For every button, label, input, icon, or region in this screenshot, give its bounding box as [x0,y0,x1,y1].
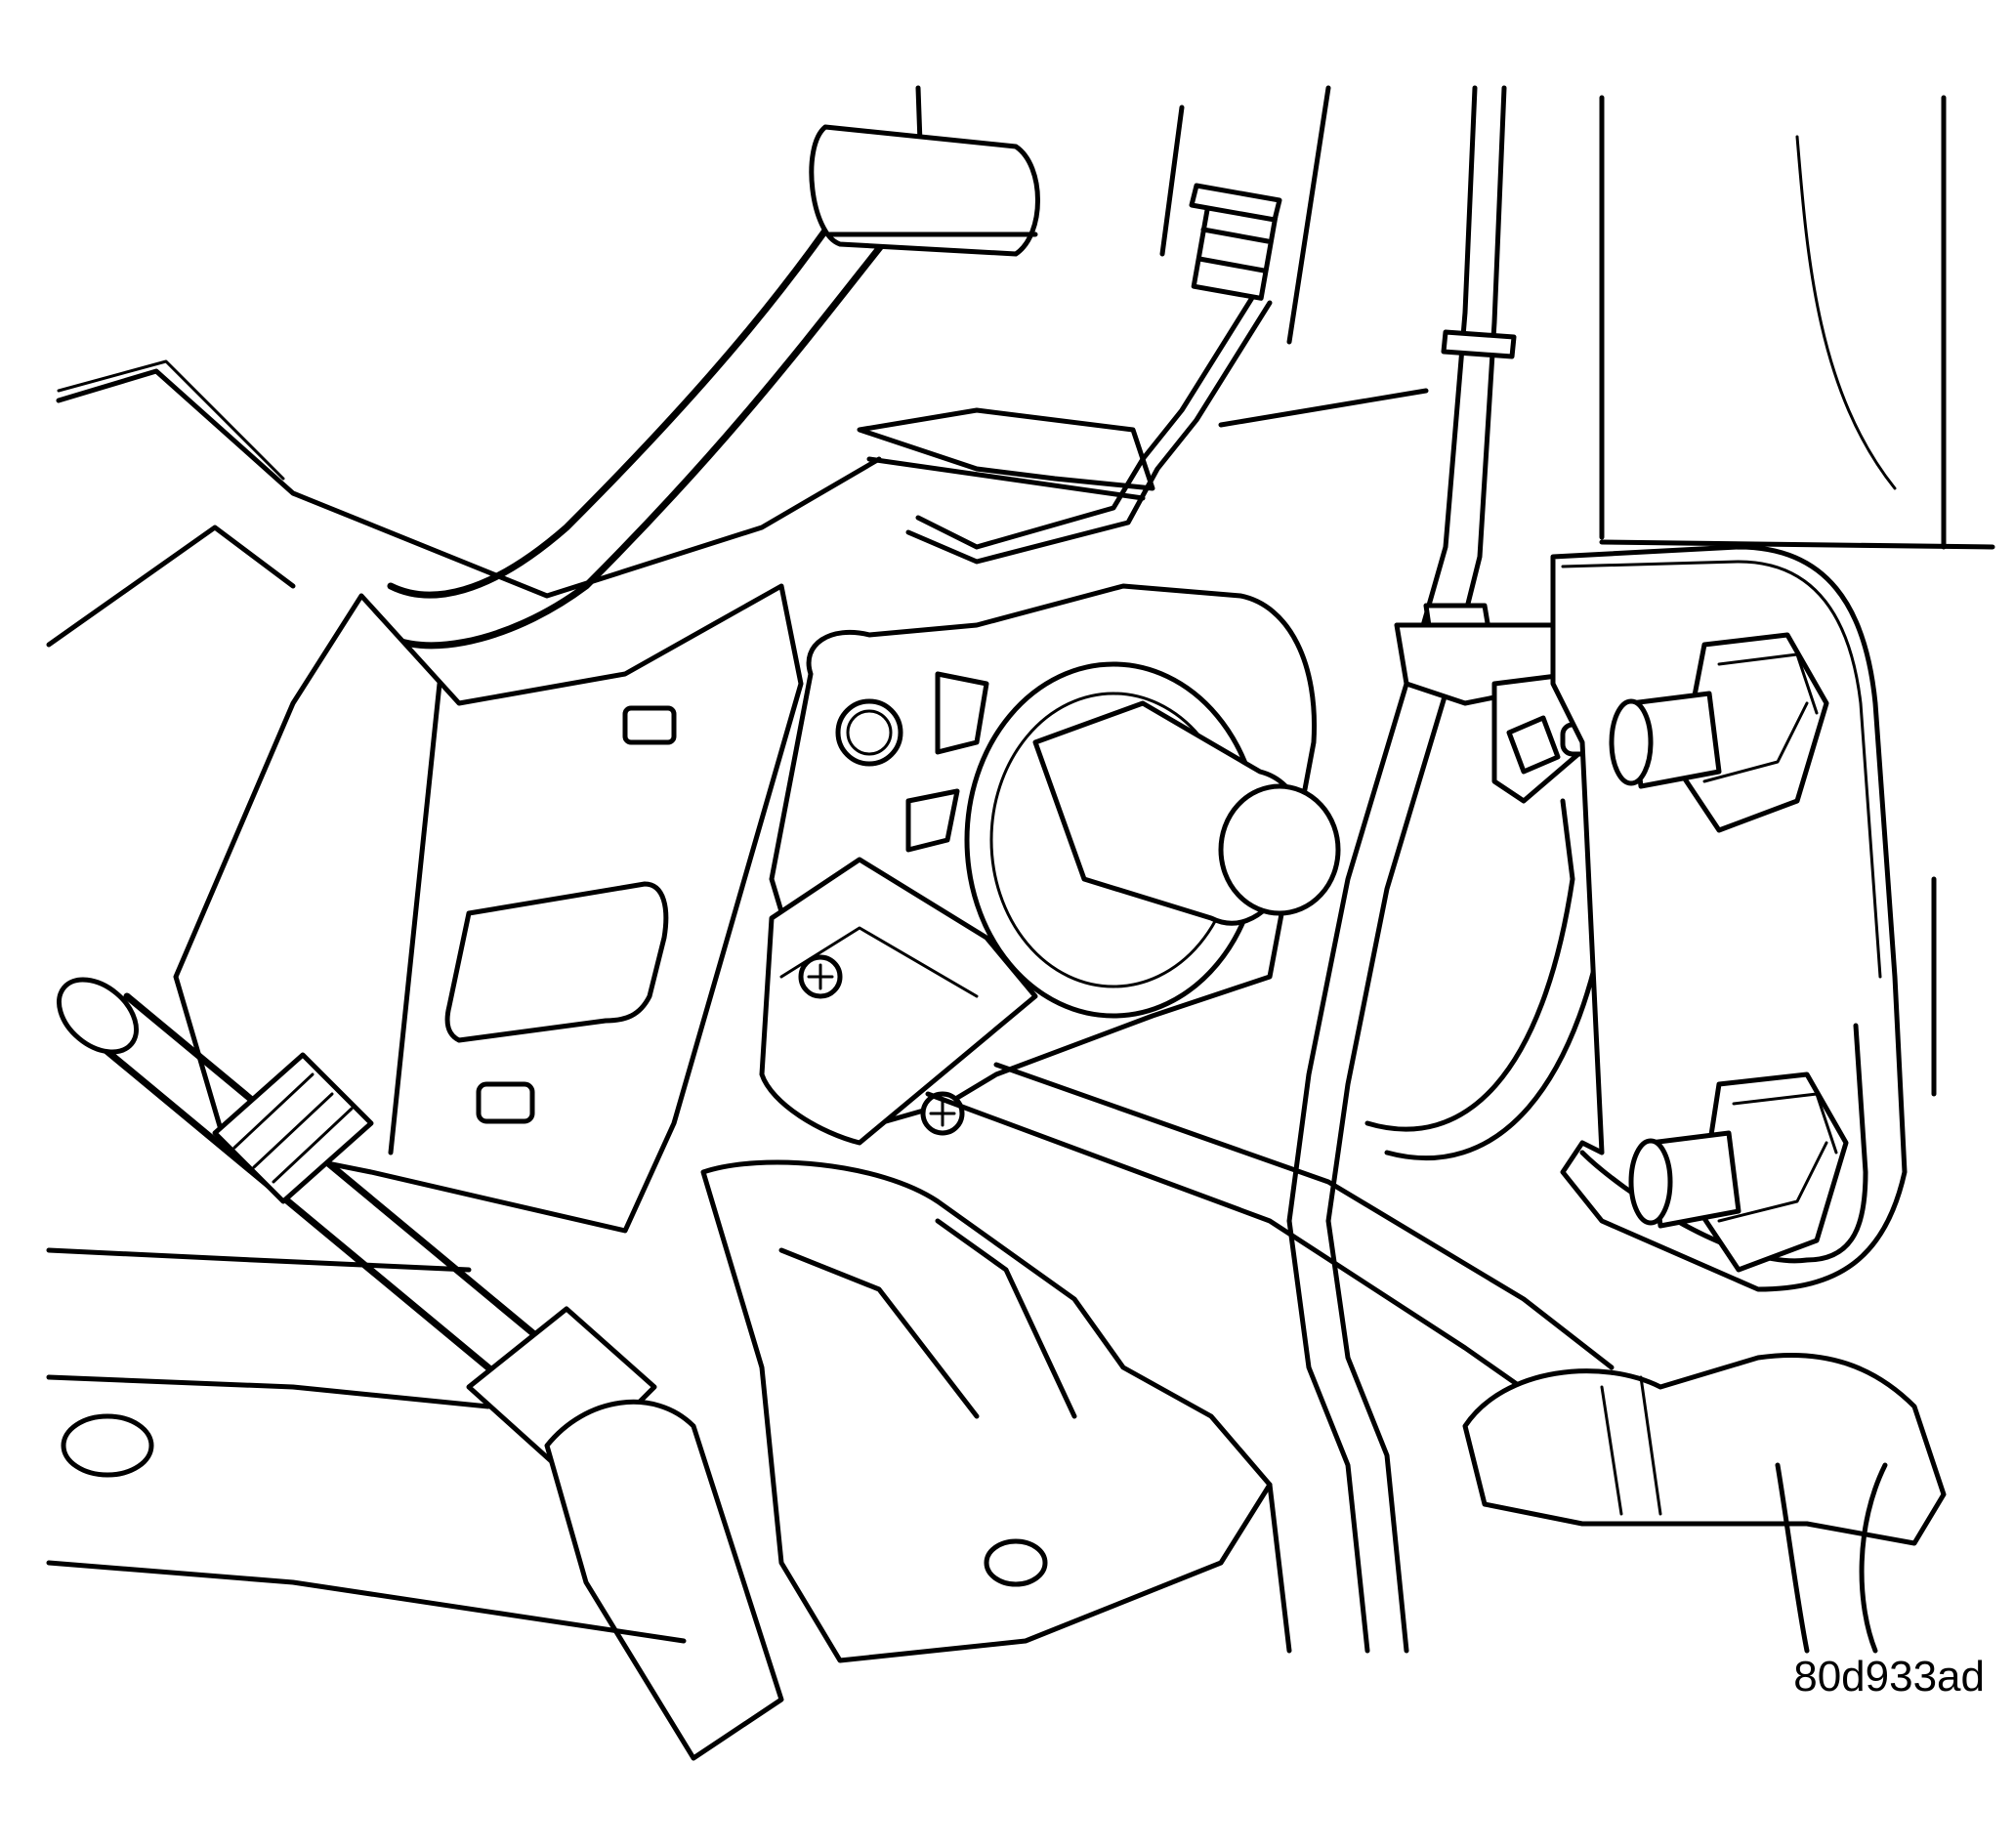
brake-line [905,183,1282,565]
figure-reference-code: 80d933ad [1793,1653,1985,1701]
hub-bolts [1609,632,1849,1273]
lower-control-arm [46,1062,1615,1663]
tie-rod [57,977,784,1761]
lower-right-assembly [1267,1353,1947,1654]
upper-frame [46,85,1429,648]
sensor-bracket [769,583,1341,1126]
sway-bar [367,124,1155,650]
bracket-plate [173,583,804,1234]
